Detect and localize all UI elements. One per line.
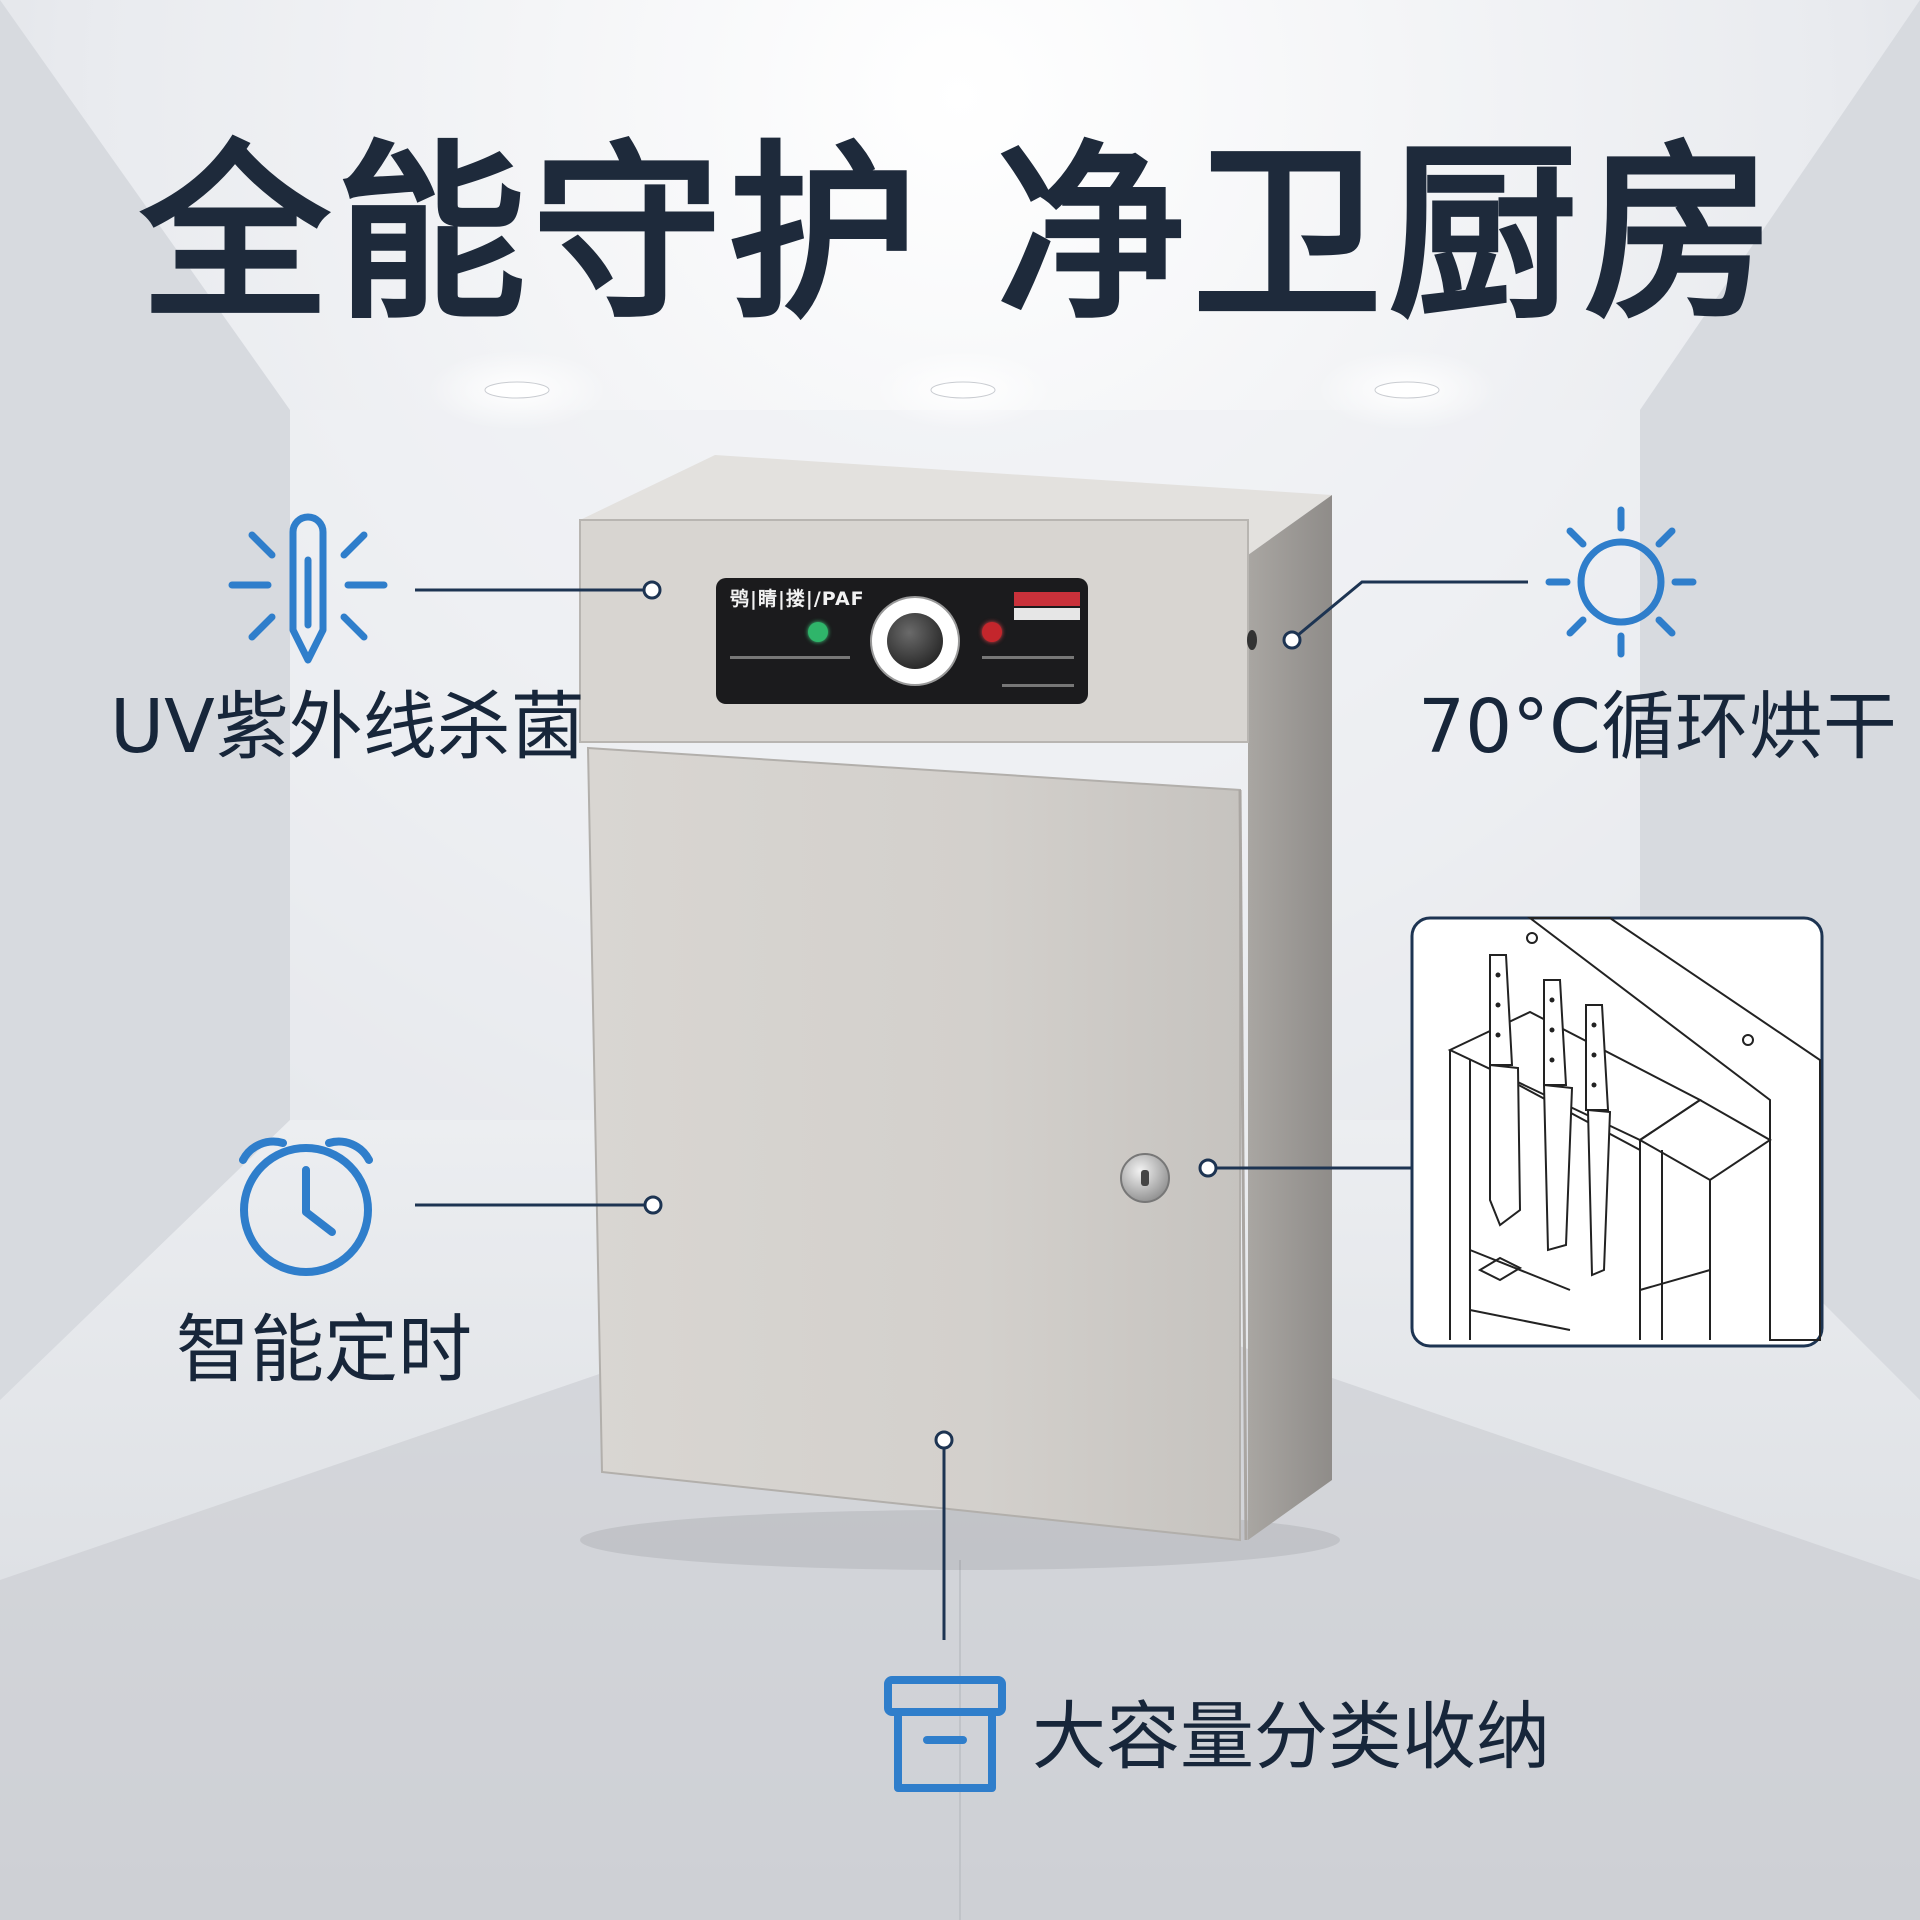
feature-storage-label: 大容量分类收纳 [1032,1694,1550,1780]
rating-label [1014,592,1080,606]
power-indicator-green [808,622,828,642]
brand-logo: 鸮|睛|搂|/PAF [730,588,865,610]
feature-timer-label: 智能定时 [176,1307,472,1393]
panel-small-print-bottom [1002,684,1074,687]
knife-rack-illustration [1410,916,1824,1348]
feature-uv-label: UV紫外线杀菌 [110,684,585,770]
alarm-clock-icon [239,1137,373,1276]
headline: 全能守护 净卫厨房 [139,124,1781,345]
sun-icon [1545,506,1697,658]
timer-knob[interactable] [887,613,943,669]
heating-indicator-red [982,622,1002,642]
uv-lamp-icon [228,513,388,664]
control-panel: 鸮|睛|搂|/PAF [716,578,1088,704]
panel-small-print-right [982,656,1074,659]
timer-dial[interactable] [870,596,960,686]
callout-lines [415,580,1528,1640]
panel-small-print-left [730,656,850,659]
disinfection-cabinet [579,455,1340,1570]
feature-dry-label: 70°C循环烘干 [1418,684,1897,770]
door-lock [1120,1153,1170,1203]
storage-box-icon [884,1676,1006,1792]
rating-label-white [1014,608,1080,620]
